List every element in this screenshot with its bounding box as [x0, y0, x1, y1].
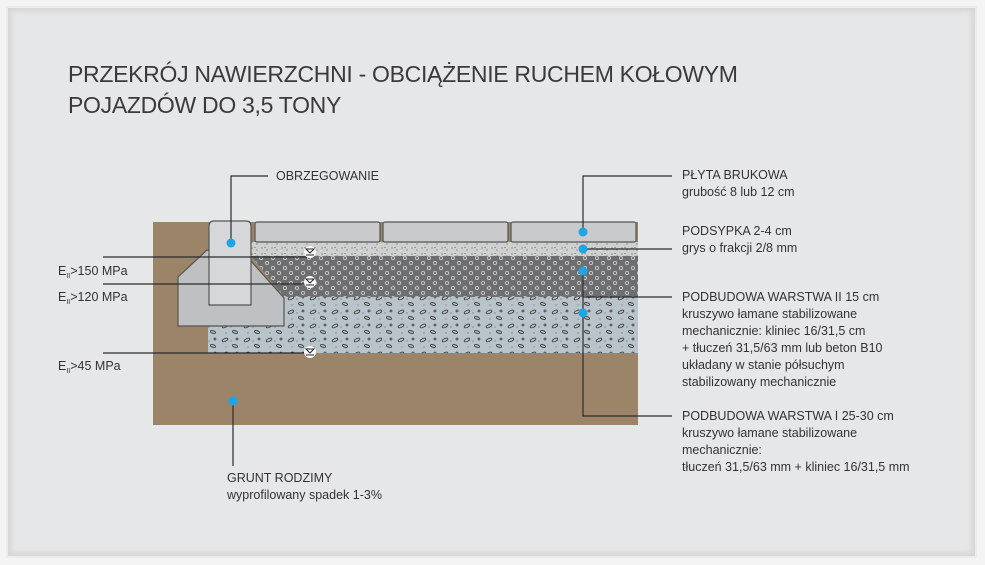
base2-desc-3: + tłuczeń 31,5/63 mm lub beton B10 [682, 341, 883, 355]
bedding-desc: grys o frakcji 2/8 mm [682, 241, 797, 255]
soil-desc: wyprofilowany spadek 1-3% [226, 488, 382, 502]
base2-dot [578, 266, 588, 276]
base1-title: PODBUDOWA WARSTWA I 25-30 cm [682, 409, 894, 423]
base2-title: PODBUDOWA WARSTWA II 15 cm [682, 290, 879, 304]
base2-desc-5: stabilizowany mechanicznie [682, 375, 836, 389]
modulus-lines [103, 256, 310, 354]
base1-desc-3: tłuczeń 31,5/63 mm + kliniec 16/31,5 mm [682, 460, 910, 474]
title-line-2: POJAZDÓW DO 3,5 TONY [68, 92, 341, 118]
paver-title: PŁYTA BRUKOWA [682, 168, 788, 182]
base2-desc-1: kruszywo łamane stabilizowane [682, 307, 857, 321]
modulus-label-150: EII>150 MPa [58, 264, 128, 280]
bedding-layer [251, 242, 638, 256]
base1-desc-1: kruszywo łamane stabilizowane [682, 426, 857, 440]
paver-dot [578, 227, 588, 237]
soil-dot [228, 396, 238, 406]
base1-dot [578, 308, 588, 318]
level-marker-icon [304, 346, 316, 358]
base1-desc-2: mechanicznie: [682, 443, 762, 457]
level-markers [304, 246, 316, 358]
paving-slabs [254, 221, 637, 243]
base-layer-1 [208, 297, 638, 353]
level-marker-icon [304, 276, 316, 288]
curb-stone [208, 220, 252, 306]
base2-desc-2: mechanicznie: kliniec 16/31,5 cm [682, 324, 865, 338]
curb-dot [226, 238, 236, 248]
bedding-title: PODSYPKA 2-4 cm [682, 224, 792, 238]
bedding-dot [578, 244, 588, 254]
leader-lines [230, 175, 672, 466]
base-layer-2 [251, 256, 638, 297]
modulus-label-45: EII>45 MPa [58, 359, 121, 375]
callout-dots [226, 227, 588, 406]
curb-label: OBRZEGOWANIE [276, 169, 379, 183]
modulus-label-120: EII>120 MPa [58, 290, 128, 306]
title-line-1: PRZEKRÓJ NAWIERZCHNI - OBCIĄŻENIE RUCHEM… [68, 61, 738, 87]
soil-title: GRUNT RODZIMY [227, 471, 333, 485]
base2-desc-4: układany w stanie półsuchym [682, 358, 845, 372]
level-marker-icon [304, 246, 316, 258]
paver-desc: grubość 8 lub 12 cm [682, 185, 795, 199]
